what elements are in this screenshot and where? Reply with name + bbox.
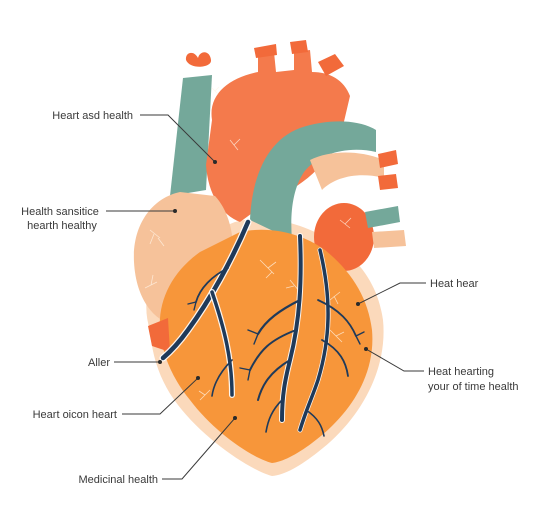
label-medicinal-health: Medicinal health <box>79 474 159 486</box>
label-heart-icon-heart: Heart oicon heart <box>33 409 117 421</box>
label-aller: Aller <box>88 357 110 369</box>
left-vein-teal <box>365 206 400 228</box>
label-heat-hear: Heat hear <box>430 278 479 290</box>
surface-veins <box>144 86 352 401</box>
label-heat-hearting-line2: your of time health <box>428 381 519 393</box>
coronary-arteries <box>159 218 365 437</box>
vessel-stub-left <box>185 52 212 67</box>
label-health-sensitice-line1: Health sansitice <box>21 206 99 218</box>
label-heat-hearting-line1: Heat hearting <box>428 366 494 378</box>
label-health-sensitice-line2: hearth healthy <box>27 220 97 232</box>
pulmonary-stub-2 <box>378 174 398 190</box>
leader-lines <box>106 114 426 480</box>
aorta-branch-2 <box>290 40 308 54</box>
pulmonary-stub-1 <box>378 150 398 168</box>
pulmonary-vein-left <box>170 75 212 196</box>
pulmonary-branch-peach <box>310 152 384 190</box>
left-vein-peach <box>372 230 406 248</box>
label-heart-and-health: Heart asd health <box>52 110 133 122</box>
ventricle-small-wedge <box>148 318 170 352</box>
aorta-branch-3 <box>318 54 344 76</box>
pulmonary-trunk <box>250 121 376 240</box>
aorta <box>206 50 350 222</box>
aorta-branch-1 <box>254 44 277 58</box>
